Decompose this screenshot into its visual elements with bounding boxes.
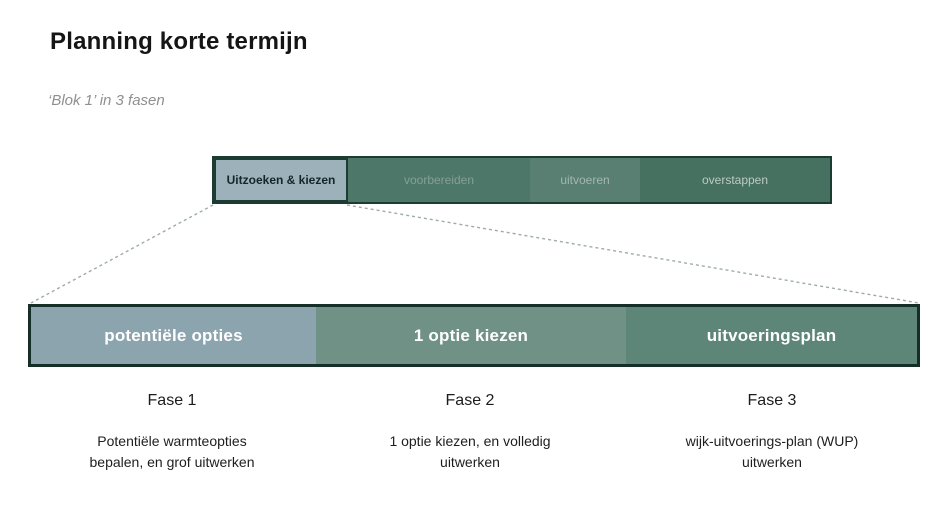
phase-bar-segment-potentiele-opties: potentiële opties xyxy=(31,307,316,364)
phase-bar-segment-uitvoeringsplan: uitvoeringsplan xyxy=(626,307,917,364)
phase-bar-segment-1-optie-kiezen: 1 optie kiezen xyxy=(316,307,626,364)
phase-description: 1 optie kiezen, en volledig uitwerken xyxy=(325,431,615,473)
phase-description-line: uitwerken xyxy=(742,454,802,470)
phase-description-line: wijk-uitvoerings-plan (WUP) xyxy=(685,433,859,449)
timeline-segment-voorbereiden: voorbereiden xyxy=(348,158,530,202)
timeline-bar: Uitzoeken & kiezen voorbereiden uitvoere… xyxy=(212,156,832,204)
phase-description-line: Potentiële warmteopties xyxy=(97,433,247,449)
phase-column-2: Fase 2 1 optie kiezen, en volledig uitwe… xyxy=(325,392,615,473)
phase-description: Potentiële warmteopties bepalen, en grof… xyxy=(27,431,317,473)
phase-name: Fase 1 xyxy=(147,392,197,409)
dashed-line-left xyxy=(30,204,214,304)
phase-name: Fase 3 xyxy=(747,392,797,409)
timeline-segment-uitzoeken-kiezen: Uitzoeken & kiezen xyxy=(214,158,348,202)
phase-column-1: Fase 1 Potentiële warmteopties bepalen, … xyxy=(27,392,317,473)
phase-description-line: 1 optie kiezen, en volledig xyxy=(389,433,551,449)
dashed-line-right xyxy=(346,204,920,304)
phase-bar: potentiële opties 1 optie kiezen uitvoer… xyxy=(28,304,920,367)
phase-name: Fase 2 xyxy=(445,392,495,409)
phase-description: wijk-uitvoerings-plan (WUP) uitwerken xyxy=(627,431,917,473)
page-title: Planning korte termijn xyxy=(50,28,308,55)
phase-column-3: Fase 3 wijk-uitvoerings-plan (WUP) uitwe… xyxy=(627,392,917,473)
phase-description-line: uitwerken xyxy=(440,454,500,470)
page-subtitle: ‘Blok 1’ in 3 fasen xyxy=(48,92,165,109)
phase-description-line: bepalen, en grof uitwerken xyxy=(89,454,255,470)
timeline-segment-uitvoeren: uitvoeren xyxy=(530,158,640,202)
timeline-segment-overstappen: overstappen xyxy=(640,158,830,202)
